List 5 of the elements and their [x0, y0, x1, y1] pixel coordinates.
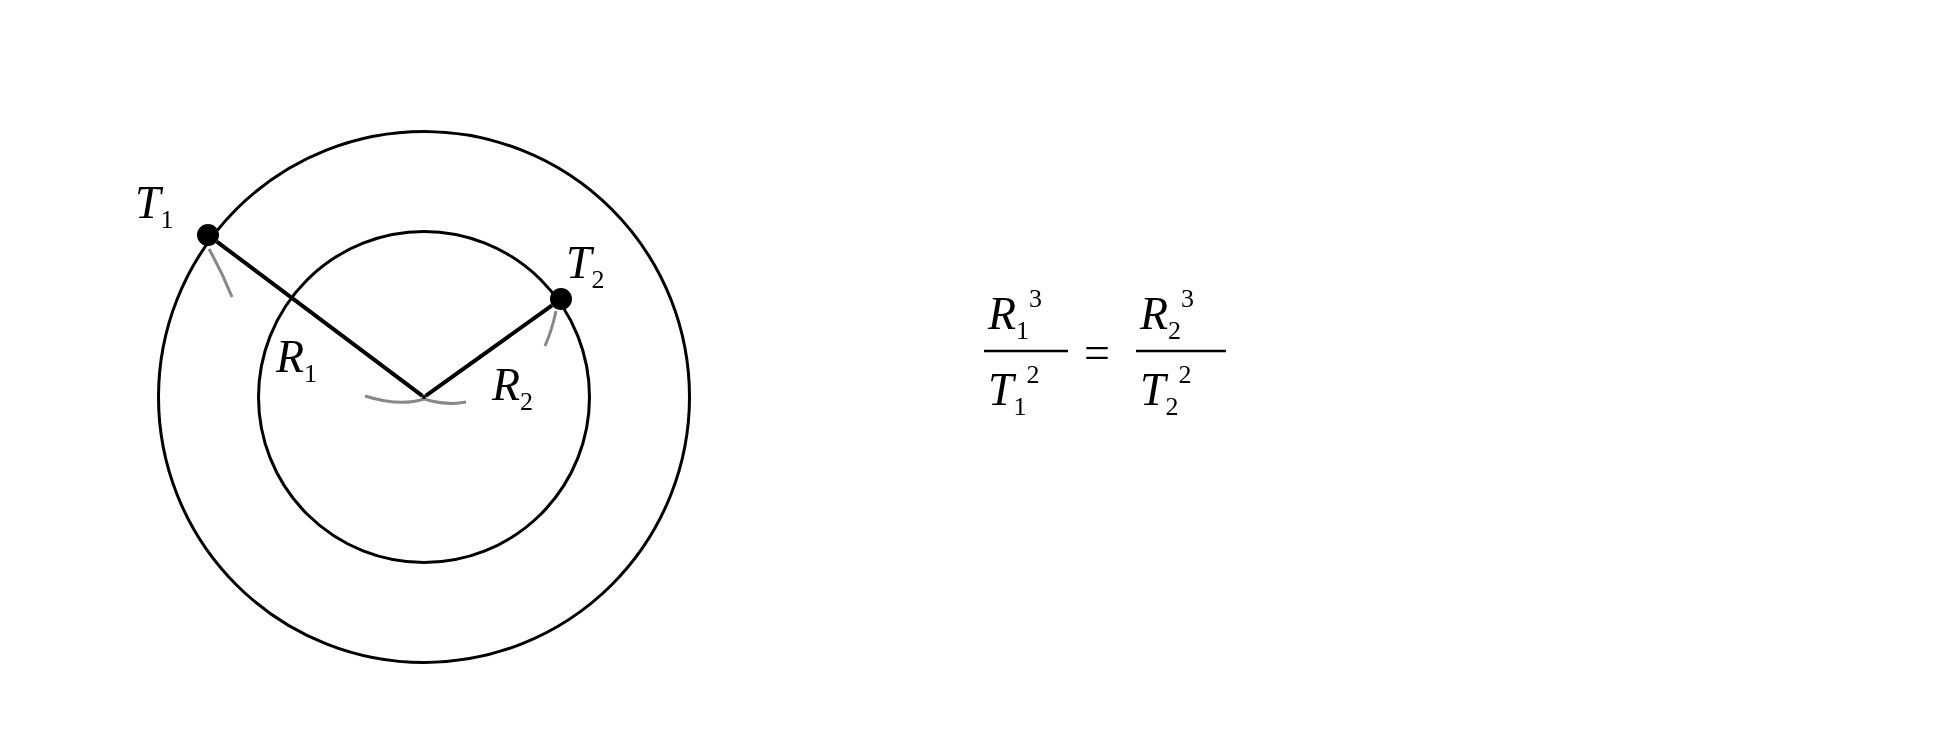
- radius-line: [215, 240, 424, 398]
- point-label: T$_{1}$: [135, 180, 174, 233]
- point-label: T$_{2}$: [566, 240, 605, 293]
- radius-line: [424, 303, 554, 398]
- equals-sign: =: [1084, 330, 1110, 376]
